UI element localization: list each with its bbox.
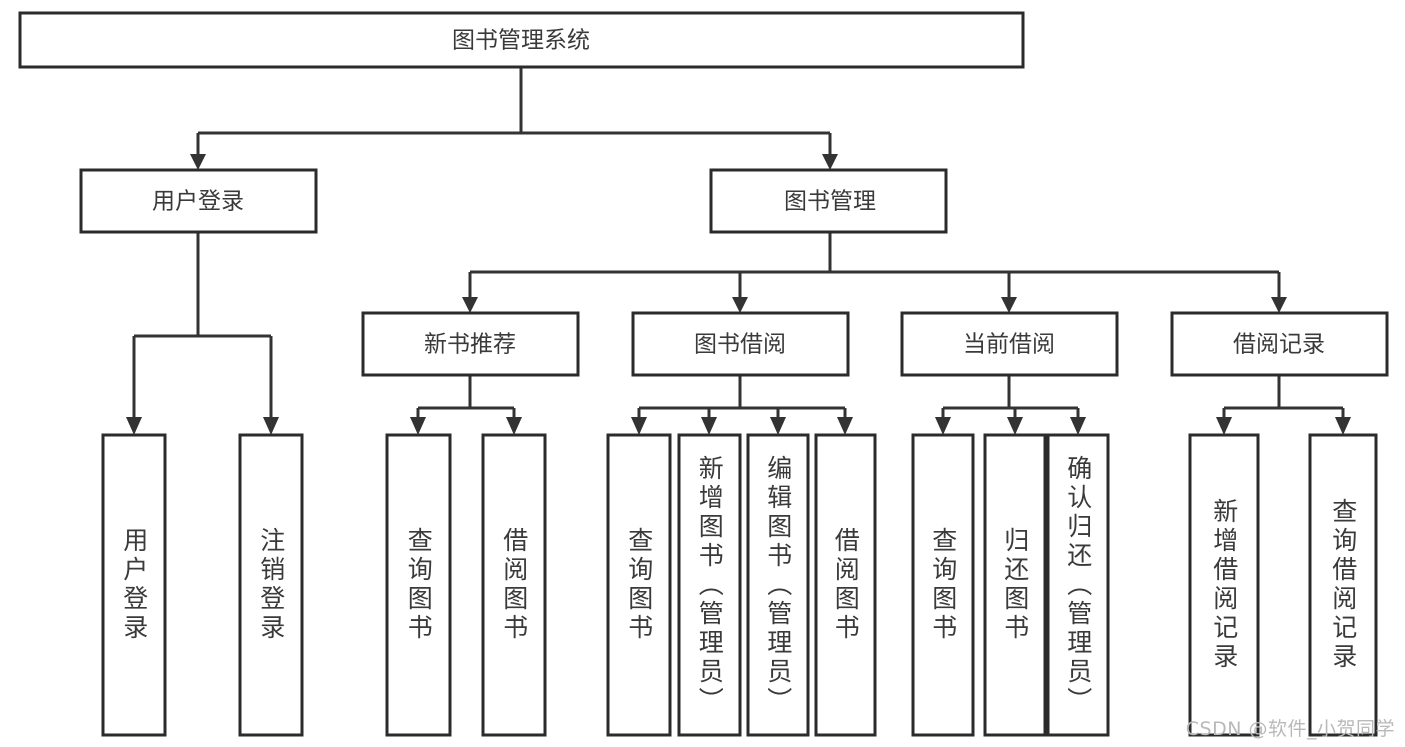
connector-currentborrow-to-leaves bbox=[935, 375, 1086, 435]
node-leaf-user-login[interactable] bbox=[101, 433, 167, 737]
node-leaf-edit-book-admin[interactable] bbox=[746, 433, 810, 737]
node-leaf-confirm-return-admin[interactable] bbox=[1046, 433, 1110, 737]
node-leaf-query-borrow-record[interactable] bbox=[1308, 433, 1378, 737]
connector-bookborrow-to-leaves bbox=[631, 375, 853, 435]
node-book-management[interactable] bbox=[709, 168, 948, 234]
node-root[interactable] bbox=[18, 11, 1025, 69]
node-current-borrow-label: 当前借阅 bbox=[963, 332, 1055, 358]
node-leaf-borrow-book-2[interactable] bbox=[814, 433, 877, 737]
node-current-borrow[interactable] bbox=[900, 311, 1119, 377]
node-new-book-recommend-label: 新书推荐 bbox=[424, 332, 516, 358]
node-leaf-add-book-admin[interactable] bbox=[677, 433, 742, 737]
node-leaf-query-book-1[interactable] bbox=[385, 433, 452, 737]
node-leaf-query-book-2[interactable] bbox=[606, 433, 672, 737]
node-borrow-record-label: 借阅记录 bbox=[1233, 332, 1325, 358]
node-book-borrow-label: 图书借阅 bbox=[694, 332, 786, 358]
node-leaf-query-book-3[interactable] bbox=[911, 433, 975, 737]
connector-bookmanagement-to-level3 bbox=[462, 232, 1287, 313]
node-root-label: 图书管理系统 bbox=[452, 28, 590, 54]
node-leaf-borrow-book-1[interactable] bbox=[481, 433, 547, 737]
node-borrow-record[interactable] bbox=[1170, 311, 1389, 377]
node-leaf-add-borrow-record[interactable] bbox=[1188, 433, 1260, 737]
node-new-book-recommend[interactable] bbox=[361, 311, 580, 377]
node-book-management-label: 图书管理 bbox=[784, 189, 876, 215]
node-leaf-return-book[interactable] bbox=[983, 433, 1047, 737]
connector-root-to-level2 bbox=[190, 67, 838, 170]
node-user-login-label: 用户登录 bbox=[152, 189, 244, 215]
node-leaf-logout[interactable] bbox=[238, 433, 304, 737]
connector-borrowrecord-to-leaves bbox=[1216, 375, 1351, 435]
node-user-login[interactable] bbox=[79, 168, 318, 234]
node-book-borrow[interactable] bbox=[631, 311, 850, 377]
connector-newbook-to-leaves bbox=[410, 375, 522, 435]
connector-userlogin-to-leaves bbox=[126, 232, 279, 435]
